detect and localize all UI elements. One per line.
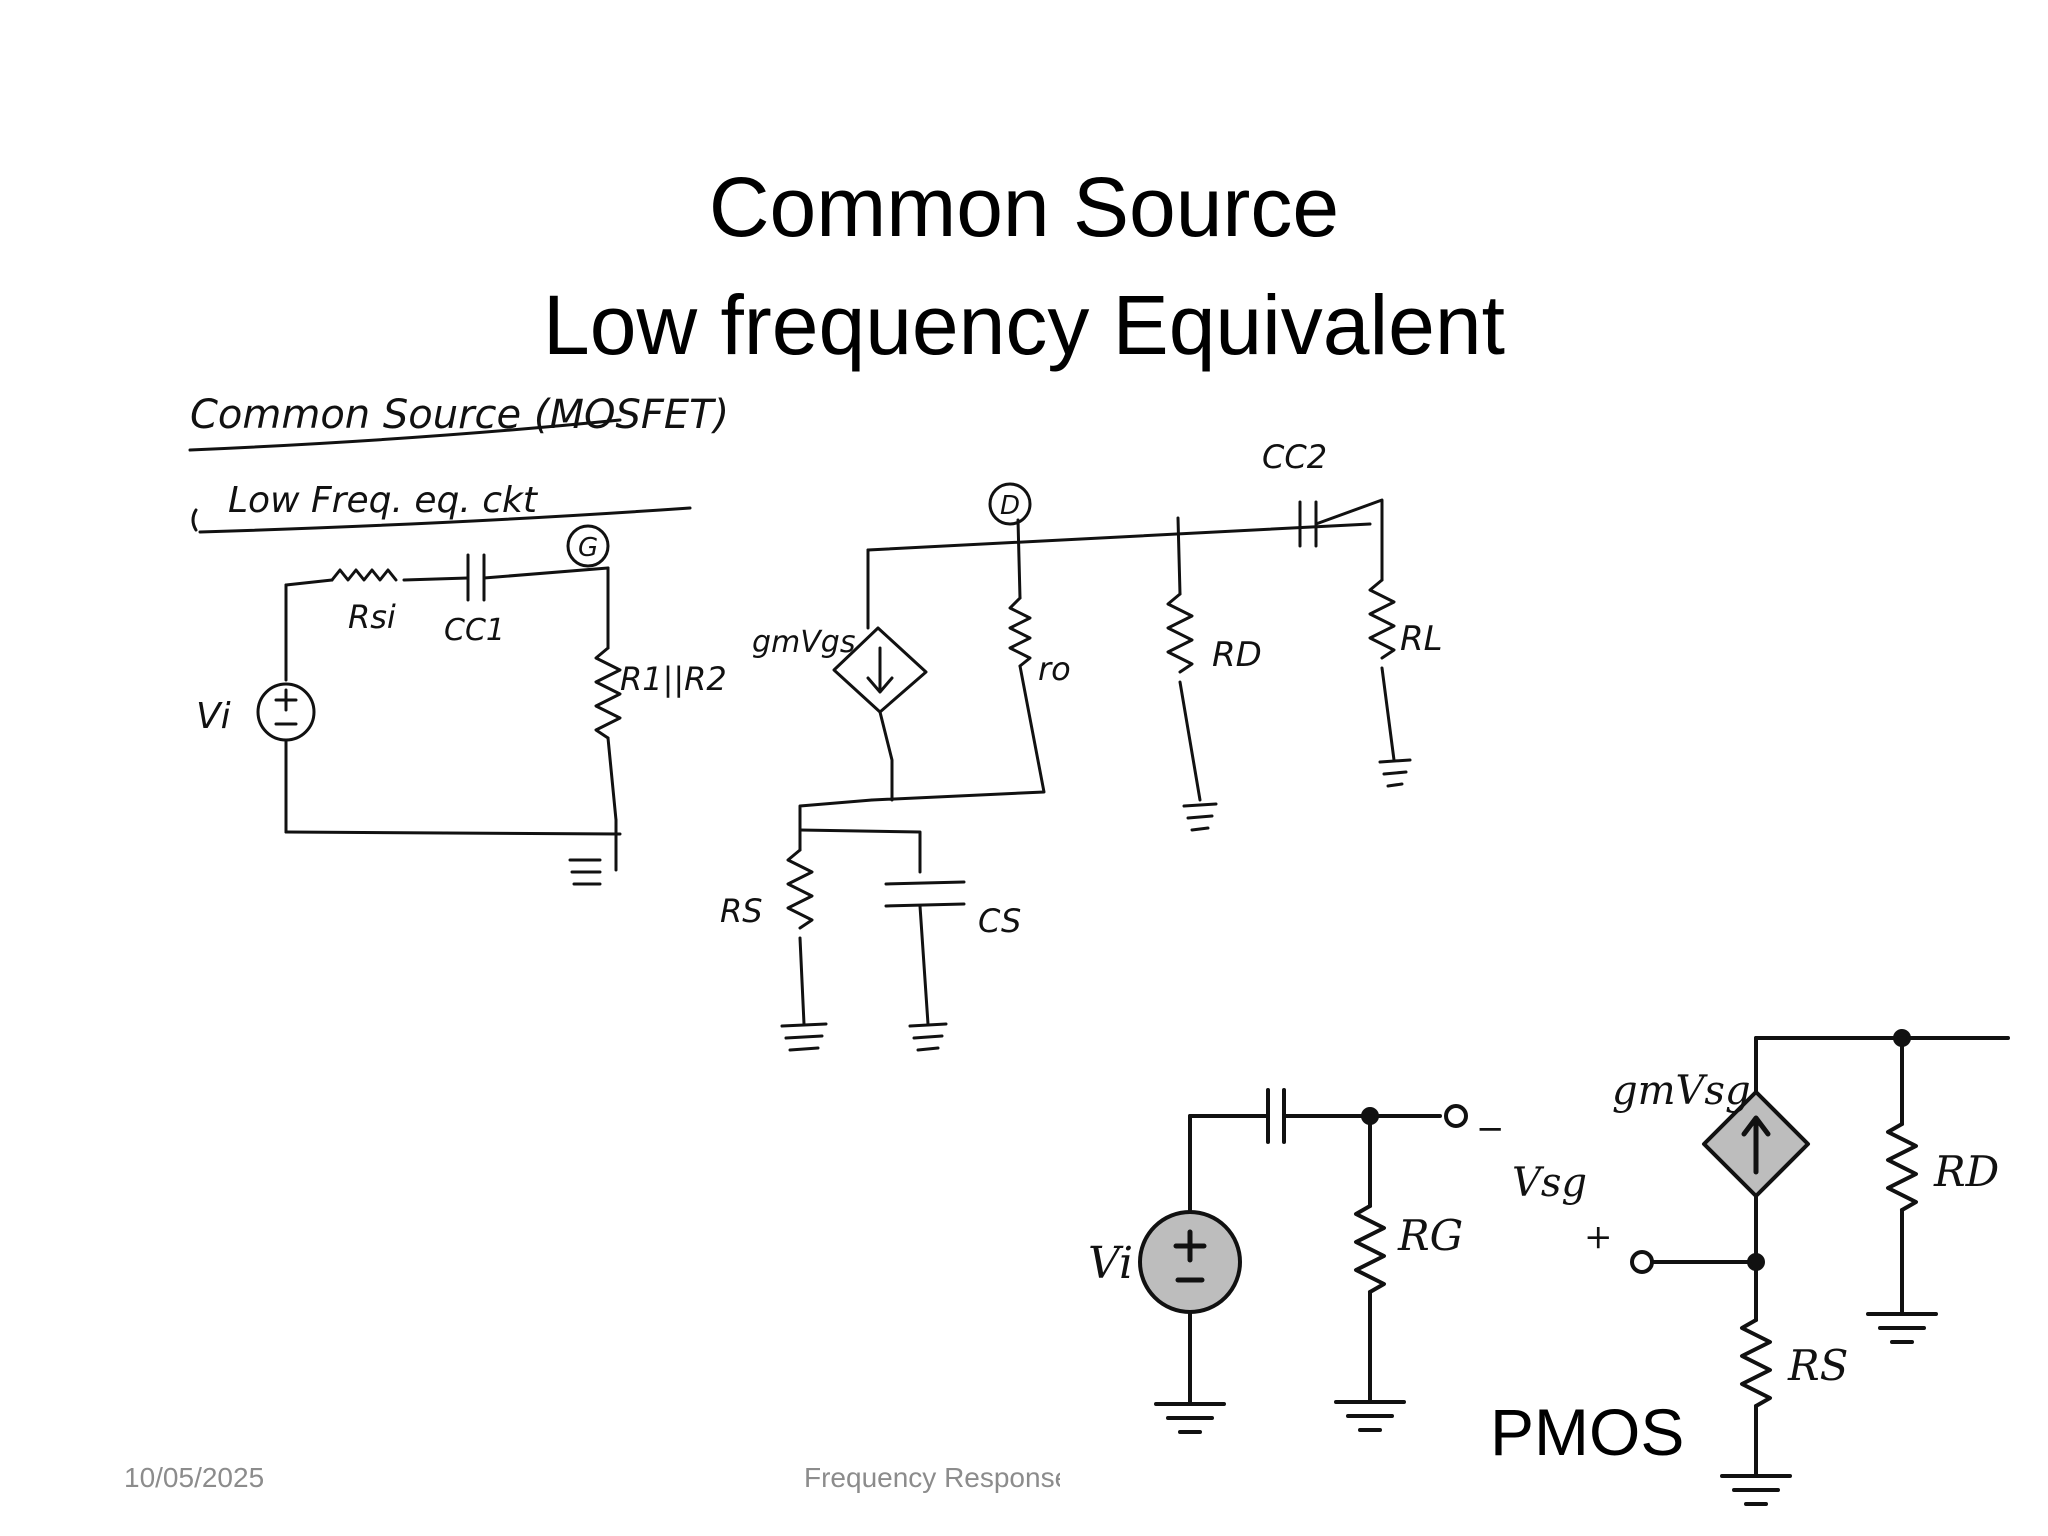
pmos-vi-signs: [1173, 1229, 1207, 1283]
rd-ground-symbol: [1182, 802, 1218, 832]
rs-wire-bottom: [798, 936, 806, 1026]
pmos-rg-resistor: [1354, 1204, 1386, 1294]
pmos-vi-label: Vi: [1088, 1238, 1133, 1289]
footer-date: 10/05/2025: [124, 1462, 265, 1493]
pmos-gm-arrow: [1741, 1115, 1771, 1175]
hand-rs-label: RS: [720, 892, 763, 930]
cs-wire-bottom: [918, 904, 930, 1026]
pmos-coupling-capacitor: [1266, 1088, 1286, 1144]
pmos-circuit: Vi RG − Vsg + gmVsg: [1088, 1029, 2010, 1506]
rs-ground-symbol: [780, 1022, 828, 1052]
cs-wire-top: [798, 828, 922, 874]
cc2-capacitor: [1298, 500, 1318, 548]
heading-underline: [188, 418, 622, 452]
input-ground-wire: [284, 830, 622, 836]
rl-ground-symbol: [1378, 758, 1412, 788]
pmos-gm-label: gmVsg: [1612, 1068, 1751, 1114]
cs-ground-symbol: [908, 1022, 948, 1052]
rl-wire-bottom: [1380, 666, 1396, 762]
gate-wire: [482, 566, 610, 580]
handwritten-subheading: Low Freq. eq. ckt: [228, 480, 539, 521]
rsi-resistor: [330, 568, 398, 582]
rsi-wire-left: [284, 578, 334, 587]
hand-rsi-label: Rsi: [348, 598, 396, 636]
hand-cc1-label: CC1: [444, 613, 505, 648]
pmos-rd-ground: [1866, 1312, 1938, 1344]
hand-vi-label: Vi: [196, 696, 231, 737]
gm-wire-bottom: [878, 710, 894, 802]
bracket-mark: [191, 508, 198, 532]
hand-r1r2-label: R1||R2: [620, 660, 727, 698]
ro-wire-bottom: [870, 664, 1046, 802]
footer-title: Frequency Response: [804, 1462, 1060, 1493]
rd-wire-bottom: [1178, 680, 1202, 802]
pmos-vi-ground: [1154, 1402, 1226, 1434]
pmos-rd-resistor: [1886, 1122, 1918, 1212]
drain-node-circle: [988, 482, 1032, 526]
hand-drain-label: D: [1000, 491, 1020, 521]
vi-source-signs: [274, 688, 298, 726]
hand-cs-label: CS: [978, 902, 1021, 940]
subheading-underline: [198, 506, 692, 534]
pmos-rg-ground: [1334, 1400, 1406, 1432]
title-line-2: Low frequency Equivalent: [543, 278, 1505, 373]
gm-arrow: [866, 646, 894, 694]
pmos-gate-terminal: [1444, 1104, 1468, 1128]
hand-rl-resistor: [1368, 578, 1396, 660]
rs-resistor: [786, 848, 814, 930]
rl-wire-top: [1314, 498, 1384, 582]
pmos-source-terminal: [1630, 1250, 1654, 1274]
input-ground-symbol: [568, 858, 602, 886]
ro-wire-top: [1016, 518, 1022, 600]
source-wire: [798, 798, 874, 852]
pmos-rd-label: RD: [1933, 1147, 1999, 1196]
drain-bus-wire: [866, 522, 1372, 552]
pmos-caption: PMOS: [1490, 1395, 1685, 1469]
pmos-vsg-minus: −: [1476, 1109, 1505, 1149]
hand-gm-label: gmVgs: [752, 625, 855, 660]
gate-node-circle: [566, 524, 610, 568]
hand-cc2-label: CC2: [1262, 438, 1327, 476]
hand-gate-label: G: [578, 533, 598, 563]
pmos-rs-label: RS: [1787, 1341, 1848, 1390]
pmos-rs-resistor: [1740, 1318, 1772, 1408]
title-line-1: Common Source: [708, 160, 1340, 255]
handwritten-circuit: Common Source (MOSFET) Low Freq. eq. ckt…: [188, 392, 1443, 1052]
cs-capacitor: [884, 880, 966, 908]
pmos-vsg-label: Vsg: [1512, 1160, 1587, 1206]
pmos-rg-label: RG: [1397, 1211, 1463, 1260]
handwritten-heading: Common Source (MOSFET): [190, 392, 729, 438]
pmos-vsg-plus: +: [1584, 1217, 1613, 1257]
pmos-rs-ground: [1720, 1474, 1792, 1506]
hand-rd-label: RD: [1212, 635, 1262, 675]
hand-rd-resistor: [1166, 592, 1194, 674]
cc1-capacitor: [466, 553, 486, 602]
ro-resistor: [1008, 596, 1032, 668]
slide-title: Common Source Low frequency Equivalent: [0, 148, 2048, 384]
cc1-wire-left: [402, 576, 470, 582]
r1r2-wire-bottom: [606, 736, 618, 822]
rd-wire-top: [1176, 516, 1182, 596]
hand-ro-label: ro: [1038, 650, 1071, 688]
r1r2-resistor: [594, 646, 622, 740]
hand-rl-label: RL: [1400, 619, 1443, 659]
